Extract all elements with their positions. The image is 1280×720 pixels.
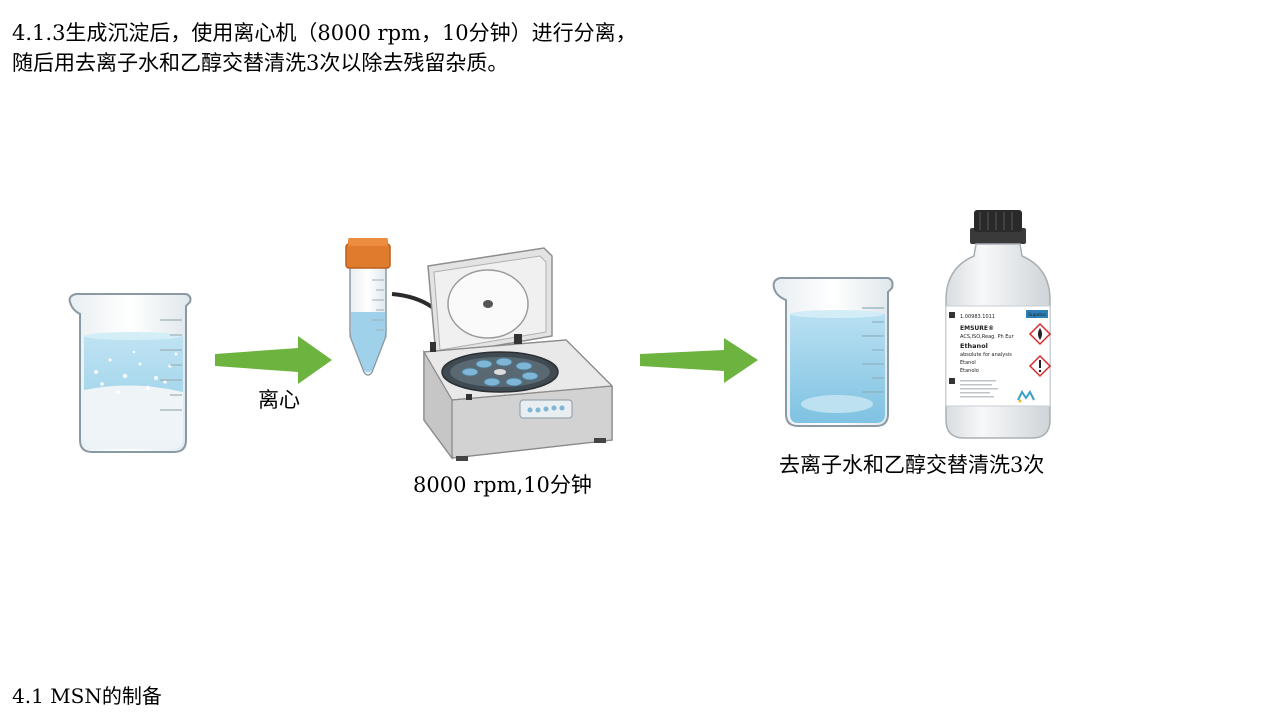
heading-line-1: 4.1.3生成沉淀后，使用离心机（8000 rpm，10分钟）进行分离， (12, 21, 637, 45)
centrifuge-step-label: 离心 (258, 388, 300, 412)
green-arrow-1 (215, 336, 332, 384)
health-hazard-icon (1028, 354, 1052, 378)
centrifuge-machine (423, 247, 614, 461)
bottle-brand: EMSURE® (960, 325, 994, 332)
ethanol-bottle: Supelco 1.00983.1011 EMSURE® ACS,ISO,Rea… (945, 210, 1052, 439)
merck-logo-icon (1017, 390, 1035, 403)
bottle-product: Ethanol (960, 342, 988, 350)
bottle-catalog: 1.00983.1011 (960, 314, 995, 320)
beaker-wash (772, 277, 894, 427)
heading-line-2: 随后用去离子水和乙醇交替清洗3次以除去残留杂质。 (12, 51, 509, 75)
footer-section-title: 4.1 MSN的制备 (12, 684, 162, 708)
bottle-name-es: Etanol (960, 360, 976, 366)
heading: 4.1.3生成沉淀后，使用离心机（8000 rpm，10分钟）进行分离， 随后用… (12, 18, 637, 78)
beaker-with-precipitate (68, 293, 192, 453)
green-arrow-2 (640, 338, 758, 383)
flammable-hazard-icon (1028, 322, 1052, 346)
wash-step-label: 去离子水和乙醇交替清洗3次 (779, 453, 1045, 477)
bottle-name-it: Etanolo (960, 368, 979, 374)
bottle-tag: Supelco (1028, 312, 1046, 318)
bottle-description: absolute for analysis (960, 352, 1012, 358)
qr-code-icon (949, 312, 955, 384)
centrifuge-speed-label: 8000 rpm,10分钟 (413, 473, 592, 497)
centrifuge-tube (345, 238, 391, 376)
bottle-grade: ACS,ISO,Reag. Ph Eur (960, 334, 1015, 340)
